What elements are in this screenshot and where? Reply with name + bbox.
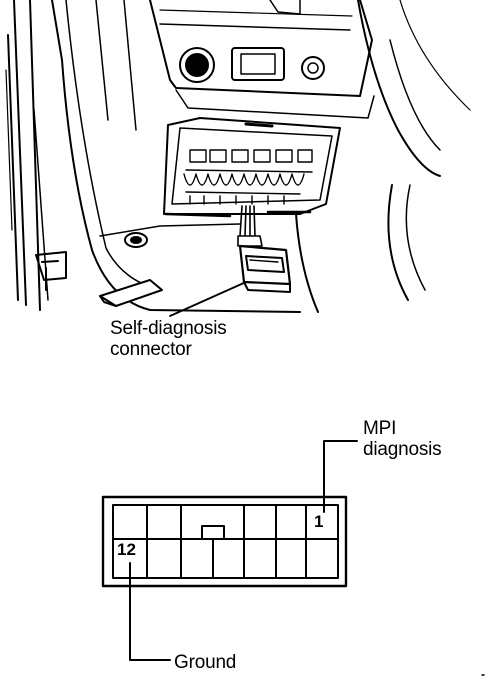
self-diagnosis-label-line1: Self-diagnosis: [110, 318, 227, 339]
ground-leader-line: [129, 562, 171, 661]
pin-1-number: 1: [314, 512, 324, 531]
connector-face: [101, 495, 348, 588]
dashboard-illustration: [5, 0, 471, 317]
mpi-leader-line: [323, 440, 358, 513]
ground-label: Ground: [174, 652, 237, 673]
pin-12-number: 12: [117, 540, 136, 559]
self-diagnosis-connector-label: Self-diagnosis connector: [110, 318, 227, 360]
mpi-label-line1: MPI: [363, 418, 397, 439]
self-diagnosis-label-line2: connector: [110, 339, 192, 360]
mpi-diagnosis-label: MPI diagnosis: [363, 418, 442, 460]
mpi-label-line2: diagnosis: [363, 439, 442, 460]
